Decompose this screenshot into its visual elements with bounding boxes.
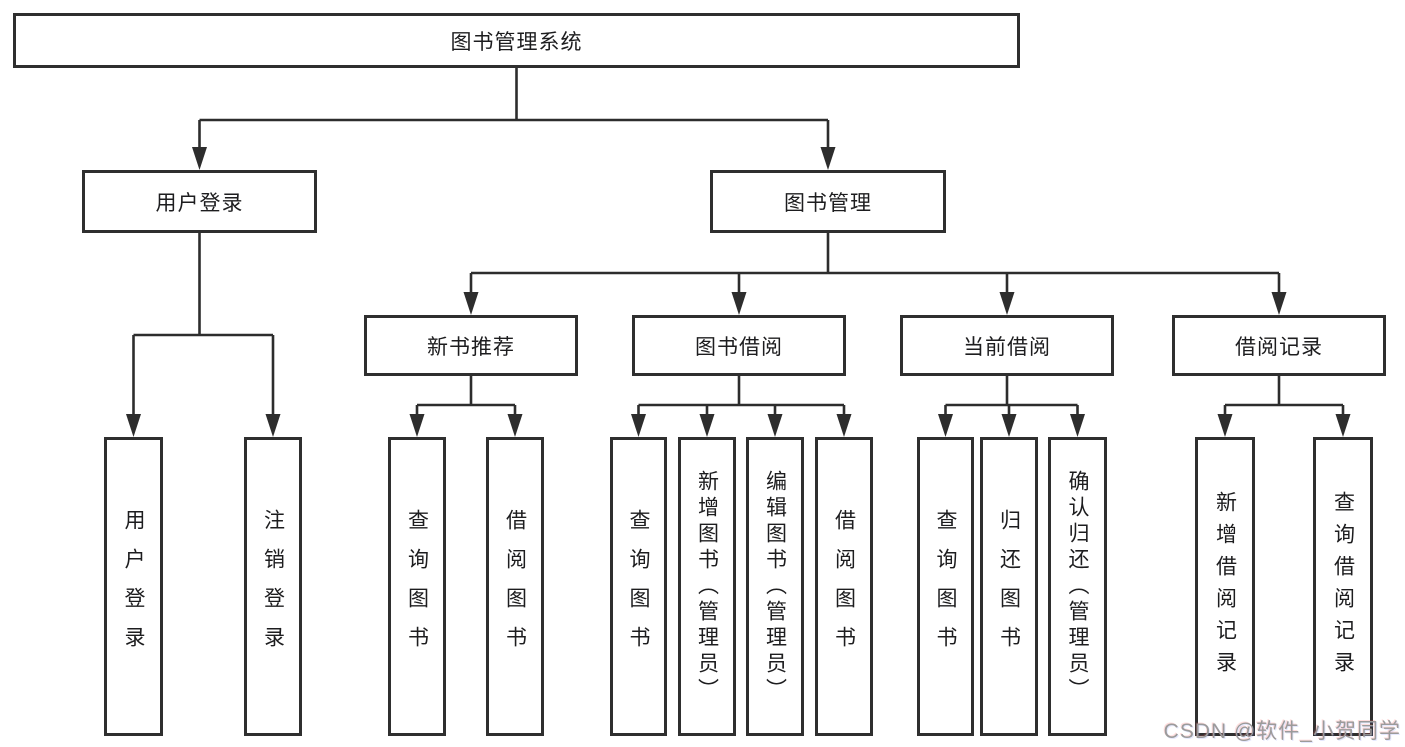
connector-arrowhead bbox=[1001, 414, 1017, 437]
leaf-query-book-1: 查询图书 bbox=[388, 437, 446, 736]
connector-arrowhead bbox=[999, 292, 1015, 315]
leaf-edit-book-admin-label: 编辑图书（管理员） bbox=[763, 469, 787, 704]
connector-arrowhead bbox=[409, 414, 425, 437]
leaf-user-login-label: 用户登录 bbox=[122, 508, 145, 665]
leaf-return-book: 归还图书 bbox=[980, 437, 1038, 736]
node-book-borrowing: 图书借阅 bbox=[632, 315, 846, 376]
connector-arrowhead bbox=[265, 414, 281, 437]
leaf-query-book-2: 查询图书 bbox=[610, 437, 667, 736]
leaf-add-book-admin-label: 新增图书（管理员） bbox=[695, 469, 719, 704]
connector-arrowhead bbox=[938, 414, 953, 437]
connector-arrowhead bbox=[1271, 292, 1287, 315]
connector-arrowhead bbox=[463, 292, 479, 315]
connector-arrowhead bbox=[126, 414, 141, 437]
watermark: CSDN @软件_小贺同学 bbox=[1163, 720, 1401, 743]
node-current-borrowing: 当前借阅 bbox=[900, 315, 1114, 376]
node-root: 图书管理系统 bbox=[13, 13, 1020, 68]
node-book-management: 图书管理 bbox=[710, 170, 946, 233]
node-borrowing-records-label: 借阅记录 bbox=[1235, 335, 1323, 359]
connector-arrowhead bbox=[1217, 414, 1233, 437]
leaf-query-book-1-label: 查询图书 bbox=[405, 508, 429, 665]
leaf-return-book-label: 归还图书 bbox=[997, 508, 1021, 665]
connector-arrowhead bbox=[631, 414, 646, 437]
node-book-management-label: 图书管理 bbox=[784, 191, 872, 215]
connector-arrowhead bbox=[507, 414, 523, 437]
leaf-logout-label: 注销登录 bbox=[261, 508, 285, 665]
leaf-add-borrow-record-label: 新增借阅记录 bbox=[1213, 490, 1237, 683]
leaf-query-book-2-label: 查询图书 bbox=[627, 508, 650, 665]
leaf-user-login: 用户登录 bbox=[104, 437, 163, 736]
node-borrowing-records: 借阅记录 bbox=[1172, 315, 1386, 376]
node-new-book-recommend-label: 新书推荐 bbox=[427, 335, 515, 359]
node-user-login: 用户登录 bbox=[82, 170, 317, 233]
leaf-confirm-return-admin: 确认归还（管理员） bbox=[1048, 437, 1107, 736]
leaf-add-borrow-record: 新增借阅记录 bbox=[1195, 437, 1255, 736]
node-new-book-recommend: 新书推荐 bbox=[364, 315, 578, 376]
connector-arrowhead bbox=[1070, 414, 1085, 437]
leaf-query-book-3-label: 查询图书 bbox=[934, 508, 957, 665]
node-current-borrowing-label: 当前借阅 bbox=[963, 335, 1051, 359]
connector-arrowhead bbox=[699, 414, 715, 437]
connector-arrowhead bbox=[836, 414, 852, 437]
node-user-login-label: 用户登录 bbox=[155, 191, 244, 215]
leaf-borrow-book-2-label: 借阅图书 bbox=[832, 508, 856, 665]
connector-arrowhead bbox=[192, 147, 207, 170]
leaf-edit-book-admin: 编辑图书（管理员） bbox=[746, 437, 804, 736]
leaf-borrow-book-2: 借阅图书 bbox=[815, 437, 873, 736]
connector-arrowhead bbox=[820, 147, 836, 170]
connector-arrowhead bbox=[1335, 414, 1351, 437]
connector-arrowhead bbox=[767, 414, 783, 437]
leaf-query-book-3: 查询图书 bbox=[917, 437, 974, 736]
leaf-borrow-book-1-label: 借阅图书 bbox=[503, 508, 527, 665]
leaf-query-borrow-record: 查询借阅记录 bbox=[1313, 437, 1373, 736]
leaf-confirm-return-admin-label: 确认归还（管理员） bbox=[1066, 469, 1089, 704]
leaf-borrow-book-1: 借阅图书 bbox=[486, 437, 544, 736]
node-book-borrowing-label: 图书借阅 bbox=[695, 335, 783, 359]
leaf-add-book-admin: 新增图书（管理员） bbox=[678, 437, 736, 736]
node-root-label: 图书管理系统 bbox=[450, 30, 583, 54]
leaf-logout: 注销登录 bbox=[244, 437, 302, 736]
connector-arrowhead bbox=[731, 292, 747, 315]
leaf-query-borrow-record-label: 查询借阅记录 bbox=[1331, 490, 1355, 683]
